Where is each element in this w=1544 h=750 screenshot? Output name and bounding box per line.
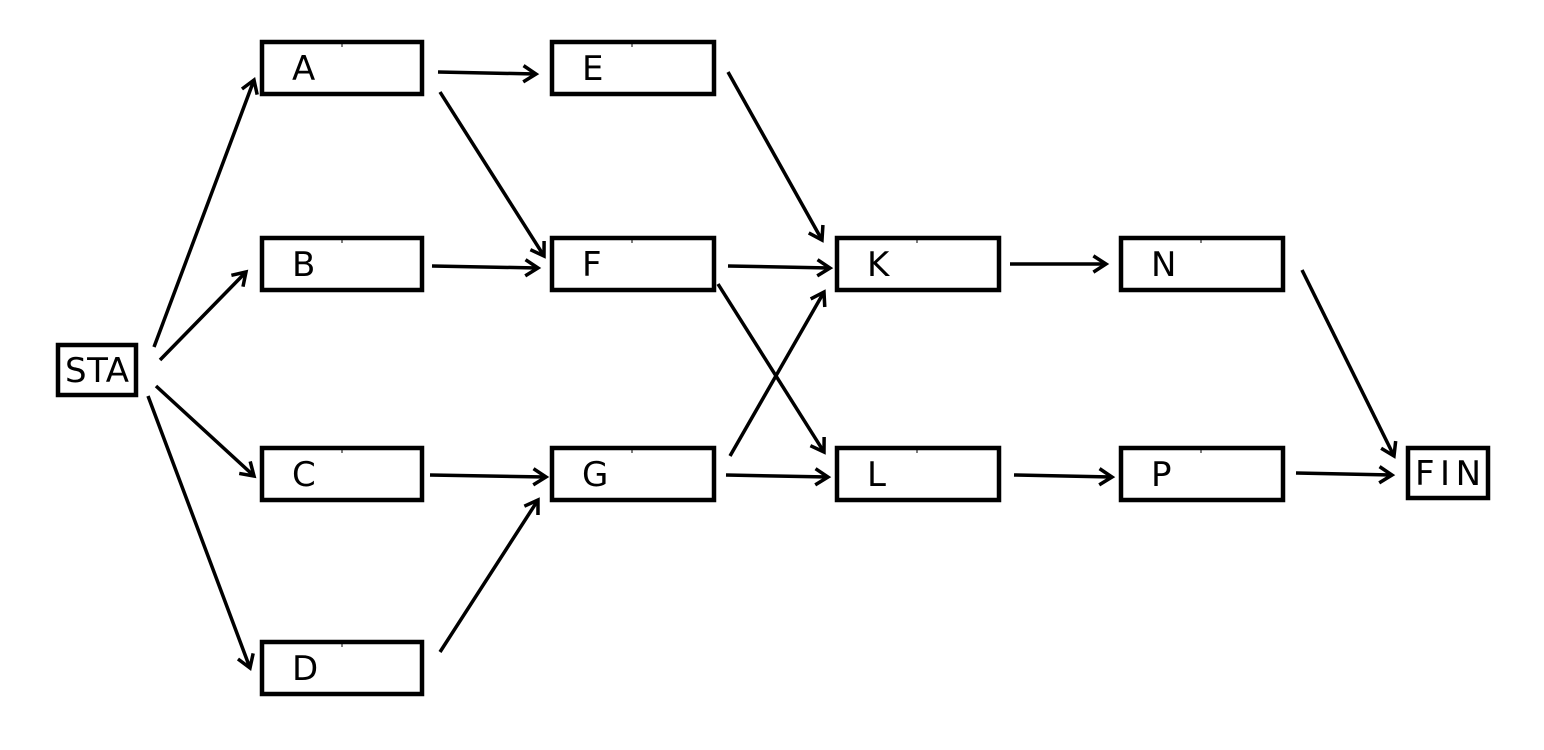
arrowhead-icon bbox=[807, 224, 825, 243]
node-b: B bbox=[259, 235, 425, 293]
edge-line bbox=[429, 473, 547, 479]
edge-line bbox=[438, 499, 540, 653]
node-label: N bbox=[1151, 245, 1176, 285]
node-label: F bbox=[582, 245, 602, 285]
node-label: G bbox=[582, 455, 608, 495]
arrowhead-icon bbox=[230, 269, 249, 288]
node-label: D bbox=[292, 649, 318, 689]
node-label: C bbox=[292, 455, 316, 495]
edge-line bbox=[1295, 471, 1393, 477]
node-label: P bbox=[1151, 455, 1172, 495]
edge-line bbox=[431, 264, 539, 270]
edge-line bbox=[158, 270, 248, 362]
node-c: C bbox=[259, 445, 425, 503]
node-box bbox=[549, 445, 717, 503]
edge-line bbox=[438, 91, 546, 257]
node-label: E bbox=[582, 49, 603, 89]
node-box bbox=[259, 445, 425, 503]
node-box bbox=[1118, 235, 1286, 293]
edge-line bbox=[1300, 269, 1396, 457]
edge-c-to-g bbox=[429, 467, 550, 487]
edge-e-to-k bbox=[726, 71, 825, 243]
node-label: STA bbox=[65, 351, 129, 391]
arrowhead-icon bbox=[524, 258, 542, 278]
edge-g-to-l bbox=[725, 467, 832, 487]
node-a: A bbox=[259, 39, 425, 97]
node-k: K bbox=[834, 235, 1002, 293]
edge-line bbox=[437, 70, 537, 76]
node-p: P bbox=[1118, 445, 1286, 503]
node-label: A bbox=[292, 49, 315, 89]
arrowhead-icon bbox=[523, 497, 540, 516]
node-box bbox=[549, 39, 717, 97]
node-box bbox=[259, 235, 425, 293]
node-box bbox=[834, 235, 1002, 293]
node-box bbox=[259, 639, 425, 697]
edge-a-to-f bbox=[438, 91, 546, 259]
node-box bbox=[1405, 445, 1491, 501]
edge-p-to-fin bbox=[1295, 465, 1396, 485]
edge-sta-to-d bbox=[146, 395, 255, 672]
node-label: B bbox=[292, 245, 315, 285]
edge-sta-to-c bbox=[154, 384, 257, 479]
edge-line bbox=[152, 79, 256, 348]
edge-sta-to-b bbox=[158, 269, 249, 362]
node-box bbox=[1118, 445, 1286, 503]
node-label: K bbox=[867, 245, 891, 285]
arrowhead-icon bbox=[809, 289, 827, 308]
arrowhead-icon bbox=[809, 436, 826, 455]
node-label: L bbox=[867, 455, 886, 495]
edge-line bbox=[146, 395, 252, 669]
node-box bbox=[259, 39, 425, 97]
arrowhead-icon bbox=[1092, 254, 1110, 274]
node-sta: STA bbox=[55, 342, 139, 398]
arrowhead-icon bbox=[529, 240, 546, 259]
arrowhead-icon bbox=[1380, 440, 1398, 459]
node-d: D bbox=[259, 639, 425, 697]
edge-k-to-n bbox=[1010, 254, 1110, 274]
node-f: F bbox=[549, 235, 717, 293]
arrowhead-icon bbox=[240, 76, 259, 96]
arrowhead-icon bbox=[816, 258, 834, 278]
node-label: FIN bbox=[1415, 454, 1481, 494]
arrowhead-icon bbox=[236, 652, 255, 672]
edge-line bbox=[726, 71, 824, 241]
edges-layer bbox=[146, 64, 1398, 672]
arrowhead-icon bbox=[522, 64, 540, 84]
edge-line bbox=[154, 384, 256, 478]
node-l: L bbox=[834, 445, 1002, 503]
arrowhead-icon bbox=[1098, 467, 1116, 487]
edge-b-to-f bbox=[431, 258, 542, 278]
edge-line bbox=[728, 291, 826, 457]
arrowhead-icon bbox=[238, 461, 257, 479]
node-g: G bbox=[549, 445, 717, 503]
edge-l-to-p bbox=[1013, 467, 1116, 487]
edge-g-to-k bbox=[728, 289, 827, 457]
node-n: N bbox=[1118, 235, 1286, 293]
arrowhead-icon bbox=[1378, 465, 1396, 485]
arrowhead-icon bbox=[532, 467, 550, 487]
edge-f-to-k bbox=[727, 258, 834, 278]
edge-a-to-e bbox=[437, 64, 540, 84]
nodes-layer: STA A B C D E F G K L N P FIN bbox=[55, 39, 1491, 697]
edge-line bbox=[727, 264, 831, 270]
node-e: E bbox=[549, 39, 717, 97]
edge-sta-to-a bbox=[152, 76, 259, 348]
node-box bbox=[549, 235, 717, 293]
arrowhead-icon bbox=[814, 467, 832, 487]
edge-n-to-fin bbox=[1300, 269, 1398, 459]
edge-line bbox=[1013, 473, 1113, 479]
node-fin: FIN bbox=[1405, 445, 1491, 501]
edge-line bbox=[725, 473, 829, 479]
node-box bbox=[55, 342, 139, 398]
edge-line bbox=[716, 283, 826, 453]
node-box bbox=[834, 445, 1002, 503]
edge-d-to-g bbox=[438, 497, 540, 653]
edge-f-to-l bbox=[716, 283, 826, 455]
